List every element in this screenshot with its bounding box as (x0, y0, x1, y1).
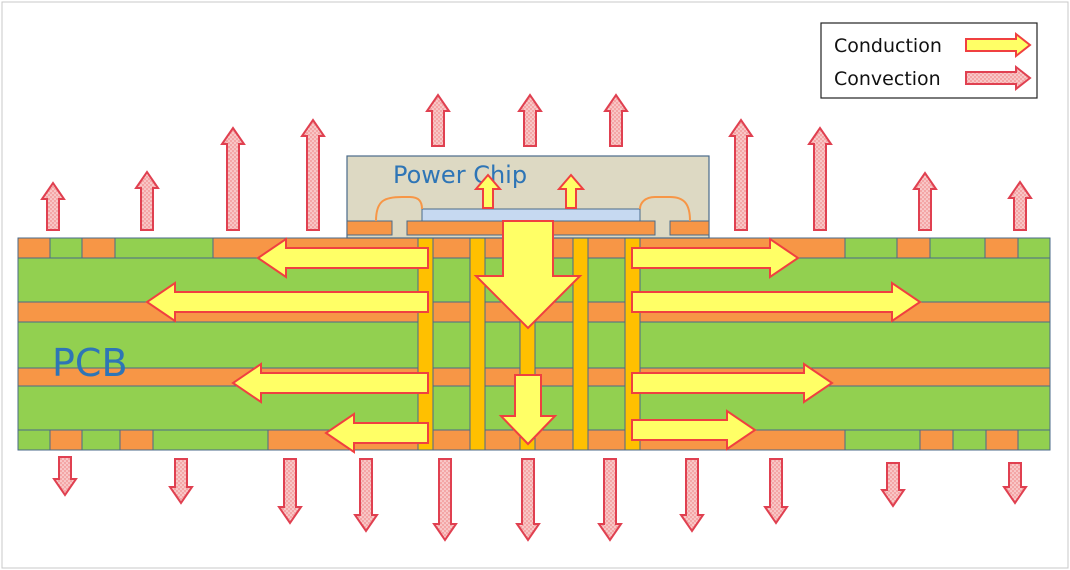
conduction-right-arrow-icon (631, 237, 800, 279)
legend-conduction-arrow-icon (965, 31, 1032, 59)
legend-convection-label: Convection (834, 68, 941, 90)
conduction-up-arrow-icon (556, 173, 586, 209)
convection-up-arrow-icon (728, 118, 754, 231)
chip-pad-right (669, 220, 710, 236)
convection-down-arrow-icon (432, 458, 458, 542)
conduction-right-arrow-icon (631, 362, 834, 404)
convection-down-arrow-icon (515, 458, 541, 542)
conduction-arrows (145, 173, 922, 454)
convection-down-arrow-icon (880, 462, 906, 508)
conduction-right-arrow-icon (631, 409, 757, 451)
conduction-down-arrow-icon (473, 220, 583, 330)
legend-conduction-label: Conduction (834, 35, 942, 57)
convection-up-arrow-icon (220, 126, 246, 231)
convection-up-arrow-icon (603, 93, 629, 147)
convection-up-arrow-icon (40, 181, 66, 231)
convection-down-arrow-icon (168, 458, 194, 505)
convection-up-arrow-icon (300, 118, 326, 231)
convection-up-arrow-icon (807, 126, 833, 231)
convection-down-arrow-icon (353, 458, 379, 533)
via (572, 237, 589, 451)
conduction-left-arrow-icon (324, 412, 429, 454)
chip-die (421, 208, 641, 222)
pcb-label: PCB (52, 341, 128, 385)
bond-wire-right (639, 196, 691, 222)
convection-down-arrow-icon (763, 458, 789, 525)
convection-up-arrow-icon (517, 93, 543, 147)
convection-arrows (40, 93, 1033, 542)
convection-down-arrow-icon (679, 458, 705, 533)
bottom-copper-cutouts (17, 429, 1051, 451)
convection-down-arrow-icon (597, 458, 623, 542)
conduction-right-arrow-icon (631, 281, 922, 323)
conduction-up-arrow-icon (473, 173, 503, 209)
legend-convection-arrow-icon (965, 64, 1032, 92)
conduction-down-arrow-icon (498, 374, 558, 446)
chip-pad-left (346, 220, 393, 236)
legend-box (820, 22, 1038, 99)
bond-wire-left (375, 196, 423, 222)
convection-down-arrow-icon (277, 458, 303, 525)
convection-up-arrow-icon (1007, 180, 1033, 231)
conduction-left-arrow-icon (256, 237, 429, 279)
convection-up-arrow-icon (425, 93, 451, 147)
chip-label: Power Chip (393, 161, 527, 189)
conduction-left-arrow-icon (231, 362, 429, 404)
legend: Conduction Convection (820, 22, 1038, 99)
convection-down-arrow-icon (52, 456, 78, 497)
via (469, 237, 486, 451)
convection-up-arrow-icon (912, 171, 938, 231)
via (417, 237, 434, 451)
via (624, 237, 641, 451)
top-copper-cutouts (49, 237, 1051, 259)
convection-up-arrow-icon (134, 170, 160, 231)
conduction-left-arrow-icon (145, 281, 429, 323)
convection-down-arrow-icon (1002, 462, 1028, 505)
